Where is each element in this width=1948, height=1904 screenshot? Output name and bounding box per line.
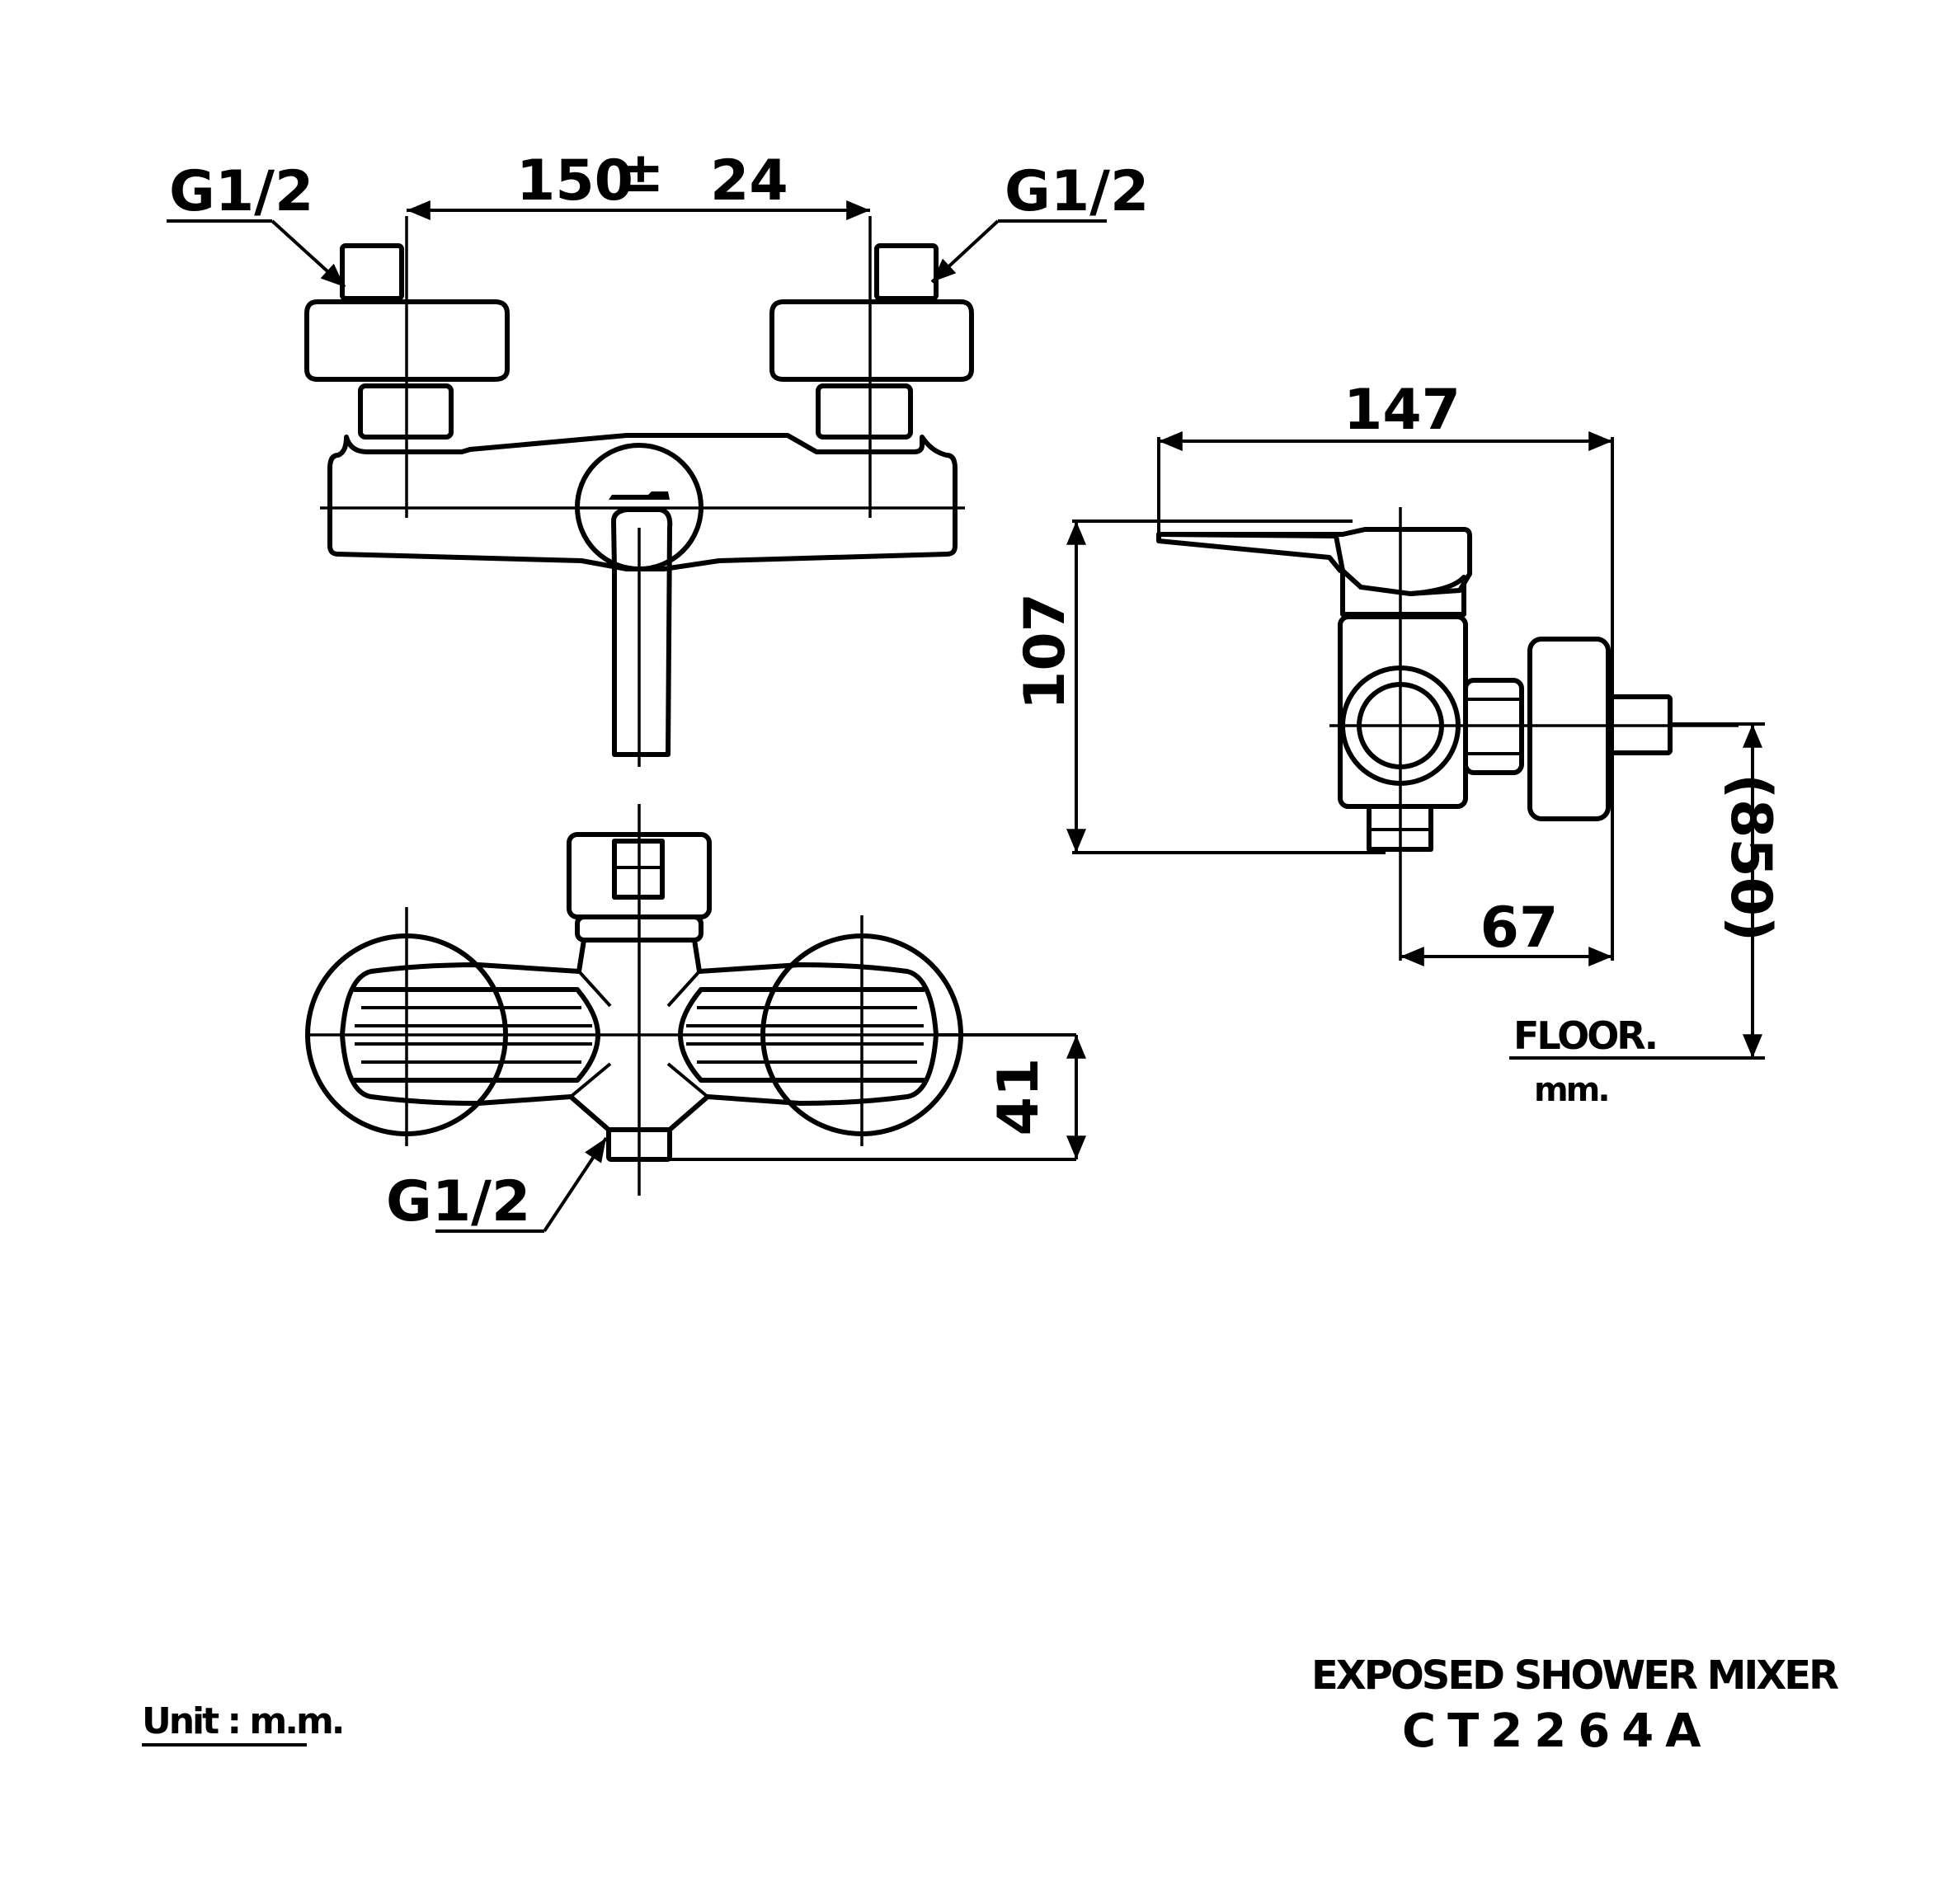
bottom-view: 41 G1/2 (305, 804, 1086, 1234)
right-union (816, 383, 913, 440)
side-wall-flange (1527, 637, 1611, 821)
floor-label: FLOOR. (1513, 1013, 1656, 1058)
side-outlet (1367, 804, 1433, 852)
unit-label: Unit : m.m. (142, 1700, 343, 1742)
side-unit-note: mm. (1534, 1071, 1608, 1109)
left-inlet-thread-label: G1/2 (169, 159, 313, 224)
front-view: 150 ± 24 G1/2 G1/2 (167, 140, 1149, 767)
depth-dimension-value: 41 (986, 1058, 1052, 1136)
brand-logo-mark (609, 491, 670, 500)
center-distance-value: 150 (516, 148, 633, 214)
product-type: EXPOSED SHOWER MIXER (1311, 1652, 1838, 1699)
side-cartridge (1340, 568, 1466, 617)
mixer-body (327, 433, 958, 571)
side-lever (1156, 527, 1472, 596)
outlet-thread-label: G1/2 (386, 1169, 530, 1234)
outlet-offset-value: 67 (1480, 896, 1559, 961)
side-body (1338, 614, 1468, 809)
tolerance-value: 24 (710, 148, 788, 214)
lever-handle (611, 507, 673, 757)
right-inlet-thread-label: G1/2 (1005, 159, 1149, 224)
left-wall-flange (304, 299, 510, 382)
left-inlet-nut (340, 243, 404, 301)
title-block: Unit : m.m. EXPOSED SHOWER MIXER CT2264A (142, 1652, 1841, 1758)
overall-height-value: 107 (1013, 593, 1078, 710)
model-code: CT2264A (1402, 1704, 1713, 1758)
right-inlet-nut (874, 243, 939, 301)
side-view: 147 107 67 (850) FLOOR. mm. (1013, 378, 1783, 1109)
floor-height-value: (850) (1718, 773, 1783, 942)
right-wall-flange (769, 299, 974, 382)
overall-length-value: 147 (1343, 378, 1461, 443)
plus-minus-sign: ± (618, 140, 665, 205)
